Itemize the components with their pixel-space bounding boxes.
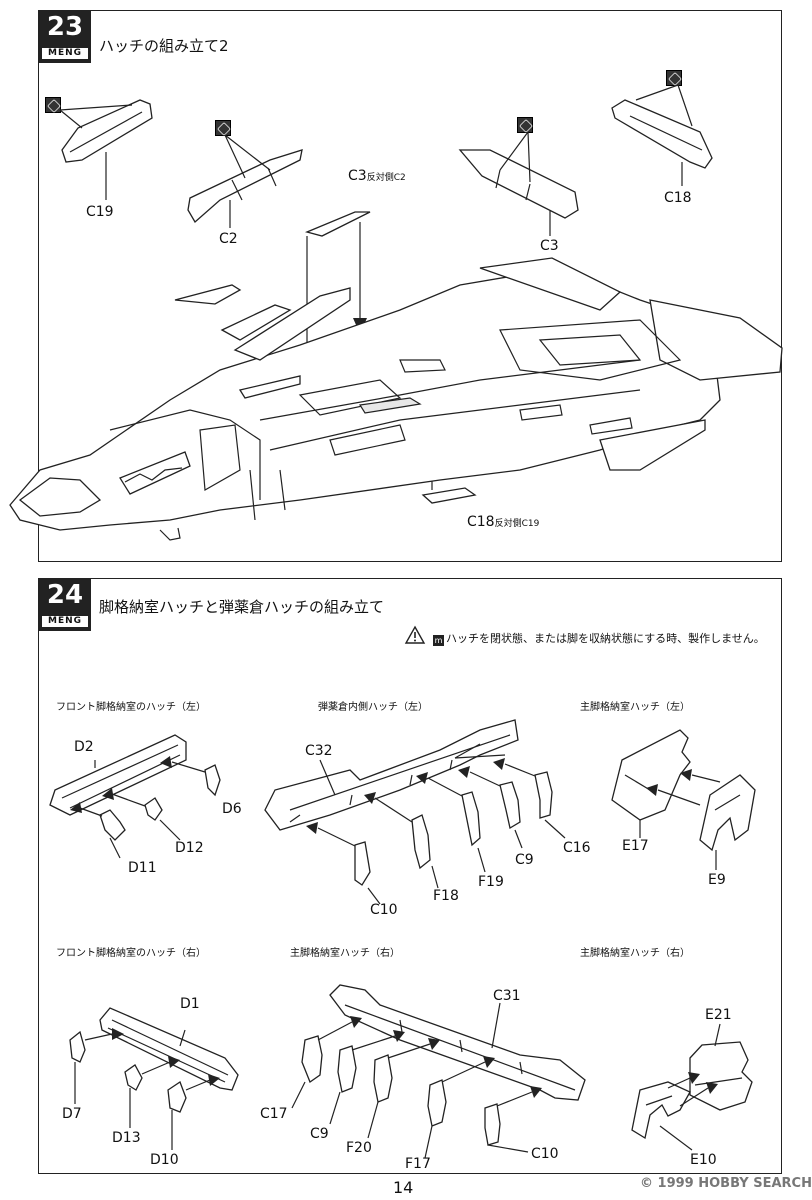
section-front-left: フロント脚格納室のハッチ（左） [56,702,206,713]
part-label-f20: F20 [346,1140,372,1156]
part-label-c2: C2 [219,231,238,247]
c3-opposite-label: 反対側C2 [366,173,406,183]
section-main-right-1: 主脚格納室ハッチ（右） [290,948,400,959]
step-23-title: ハッチの組み立て2 [99,37,229,55]
part-label-e17: E17 [622,838,649,854]
part-label-c16: C16 [563,840,591,856]
part-label-c9-a: C9 [515,852,534,868]
part-label-d11: D11 [128,860,157,876]
part-label-d10: D10 [150,1152,179,1168]
part-label-f17: F17 [405,1156,431,1172]
step-24-number: 24 [46,580,84,610]
part-label-c19: C19 [86,204,114,220]
part-d2-drawing [49,734,221,859]
part-label-d12: D12 [175,840,204,856]
page-number: 14 [393,1178,414,1197]
step-24-panel: 24 MENG 脚格納室ハッチと弾薬倉ハッチの組み立て [38,578,782,1174]
part-c19-drawing [59,99,153,200]
part-d1-drawing [69,1007,239,1150]
brand-logo: MENG [42,48,88,59]
part-label-c18: C18 [664,190,692,206]
part-label-f18: F18 [433,888,459,904]
part-label-c10-b: C10 [531,1146,559,1162]
part-c3-drawing [458,131,579,236]
part-label-c32: C32 [305,743,333,759]
part-label-d6: D6 [222,801,242,817]
c18-opposite-label: 反対側C19 [494,519,540,529]
part-c32-drawing [264,719,566,905]
warning-note-text: ハッチを閉状態、または脚を収納状態にする時、製作しません。 [446,632,765,645]
part-label-d2: D2 [74,739,94,755]
part-label-c18-opposite: C18反対側C19 [467,514,539,530]
c18-main-label: C18 [467,514,495,530]
part-label-d13: D13 [112,1130,141,1146]
step-23-number: 23 [46,12,84,42]
part-c18-drawing [611,84,713,186]
cutter-icon [666,70,682,86]
part-label-e21: E21 [705,1007,732,1023]
part-c31-drawing [291,984,586,1159]
step-23-badge: 23 MENG [39,11,91,63]
step-24-title: 脚格納室ハッチと弾薬倉ハッチの組み立て [99,598,385,616]
part-e17-drawing [611,729,756,870]
section-bay-left: 弾薬倉内側ハッチ（左） [318,702,428,713]
cutter-icon [45,97,61,113]
part-label-c31: C31 [493,988,521,1004]
cutter-icon [215,120,231,136]
section-main-right-2: 主脚格納室ハッチ（右） [580,948,690,959]
jet-drawing [9,257,783,541]
part-label-d1: D1 [180,996,200,1012]
step-24-badge: 24 MENG [39,579,91,631]
part-label-c3-opposite: C3反対側C2 [348,168,406,184]
step-23-drawing [9,84,783,541]
section-front-right: フロント脚格納室のハッチ（右） [56,948,206,959]
m-mark-icon: m [433,635,444,646]
watermark: © 1999 HOBBY SEARCH [640,1176,812,1191]
part-label-c17: C17 [260,1106,288,1122]
part-label-e9: E9 [708,872,726,888]
section-main-left: 主脚格納室ハッチ（左） [580,702,690,713]
cutter-icon [517,117,533,133]
part-label-c10-a: C10 [370,902,398,918]
part-label-c3: C3 [540,238,559,254]
brand-logo: MENG [42,616,88,627]
part-e21-drawing [631,1023,753,1151]
part-label-e10: E10 [690,1152,717,1168]
c3-main-label: C3 [348,168,367,184]
part-label-c9-b: C9 [310,1126,329,1142]
warning-icon [404,625,426,644]
part-label-d7: D7 [62,1106,82,1122]
part-c2-drawing [187,134,303,228]
part-label-f19: F19 [478,874,504,890]
